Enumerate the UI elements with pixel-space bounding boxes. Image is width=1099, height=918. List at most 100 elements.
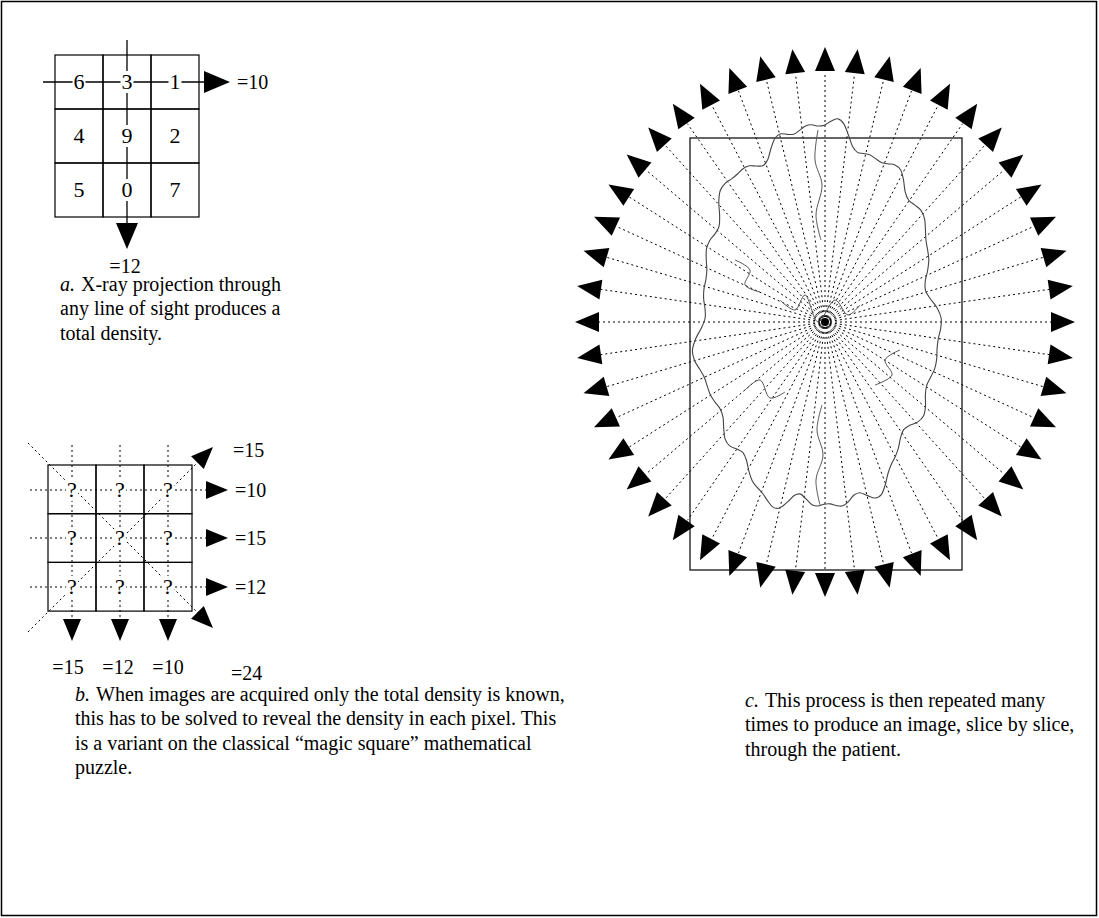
ray-line (599, 322, 825, 323)
ray-line (646, 170, 825, 322)
ray-line (616, 322, 825, 418)
caption-text: When images are acquired only the total … (75, 683, 565, 778)
projection-total: =15 (51, 657, 84, 677)
arrowhead (191, 606, 213, 628)
projection-total: =15 (232, 440, 265, 460)
ray-line (825, 322, 854, 570)
ray-line (796, 322, 825, 570)
unknown-pixel: ? (162, 576, 174, 598)
projection-total: =24 (230, 663, 263, 683)
arrowhead (584, 248, 610, 267)
ray-line (739, 322, 825, 553)
ray-line (825, 197, 1021, 322)
pixel-value: 2 (169, 125, 182, 147)
panel-caption: b.When images are acquired only the tota… (75, 682, 570, 780)
ray-line (825, 322, 1051, 323)
panel-caption: a.X-ray projection through any line of s… (60, 272, 292, 345)
arrowhead (1051, 312, 1075, 332)
pixel-cell (151, 109, 199, 163)
arrowhead (874, 562, 893, 588)
arrowhead (903, 68, 922, 94)
projection-total: =15 (234, 528, 267, 548)
arrowhead (673, 104, 695, 129)
arrowhead (756, 56, 775, 82)
image-frame (690, 138, 962, 570)
arrowhead (1048, 345, 1073, 365)
ray-line (825, 322, 1043, 387)
brain-outline (692, 119, 941, 509)
ray-line (825, 81, 883, 322)
ray-line (665, 322, 825, 499)
arrowhead (978, 128, 1002, 152)
ray-line (607, 257, 825, 322)
pixel-value: 4 (73, 125, 86, 147)
brain-sulcus (815, 130, 822, 240)
ray-line (825, 145, 985, 322)
arrowhead (206, 481, 228, 499)
panel-letter: c. (745, 689, 759, 711)
pixel-value: 0 (121, 179, 134, 201)
arrowhead (1030, 217, 1056, 236)
ray-line (665, 145, 825, 322)
arrowhead (1041, 248, 1067, 267)
pixel-value: 6 (73, 71, 86, 93)
caption-text: X-ray projection through any line of sig… (60, 273, 281, 344)
ray-line (629, 197, 825, 322)
arrowhead (627, 155, 652, 178)
arrowhead (111, 619, 129, 641)
unknown-pixel: ? (66, 576, 78, 598)
ray-line (825, 322, 911, 553)
arrowhead (955, 104, 977, 129)
arrowhead (903, 550, 922, 576)
arrowhead (728, 550, 747, 576)
arrowhead (648, 128, 672, 152)
arrowhead (978, 492, 1002, 516)
projection-total: =10 (151, 657, 184, 677)
ray-line (825, 289, 1049, 322)
arrowhead (815, 47, 835, 71)
arrowhead (627, 466, 652, 489)
ray-line (687, 322, 825, 520)
ray-line (767, 81, 825, 322)
ray-line (825, 322, 883, 563)
unknown-pixel: ? (114, 479, 126, 501)
arrowhead (815, 573, 835, 597)
projection-total: =12 (101, 657, 134, 677)
pixel-cell (151, 163, 199, 217)
ray-line (687, 124, 825, 322)
ray-line (796, 74, 825, 322)
ray-line (825, 322, 963, 520)
arrowhead (930, 84, 950, 110)
ray-line (825, 74, 854, 322)
arrowhead (785, 49, 805, 74)
ray-line (739, 91, 825, 322)
arrowhead (1016, 185, 1042, 206)
ray-line (825, 72, 826, 322)
unknown-pixel: ? (66, 527, 78, 549)
panel-letter: b. (75, 683, 90, 705)
arrowhead (577, 345, 602, 365)
ray-line (825, 124, 963, 322)
arrowhead (191, 447, 213, 469)
projection-total: =12 (234, 577, 267, 597)
ray-line (825, 226, 1034, 322)
ray-line (825, 322, 985, 499)
projection-rays (575, 47, 1075, 597)
arrowhead (700, 534, 720, 560)
arrowhead (999, 155, 1024, 178)
brain-sulcus (875, 350, 900, 385)
ray-line (825, 322, 1034, 418)
pixel-cell (55, 163, 103, 217)
ray-line (601, 322, 825, 355)
arrowhead (1016, 438, 1042, 459)
ray-line (616, 226, 825, 322)
arrowhead (116, 223, 138, 249)
brain-sulcus (816, 405, 823, 505)
ray-line (825, 257, 1043, 322)
unknown-pixel: ? (114, 576, 126, 598)
arrowhead (206, 529, 228, 547)
brain-sulcus (780, 295, 860, 322)
pixel-grid (43, 40, 230, 249)
brain-outline (692, 119, 941, 509)
